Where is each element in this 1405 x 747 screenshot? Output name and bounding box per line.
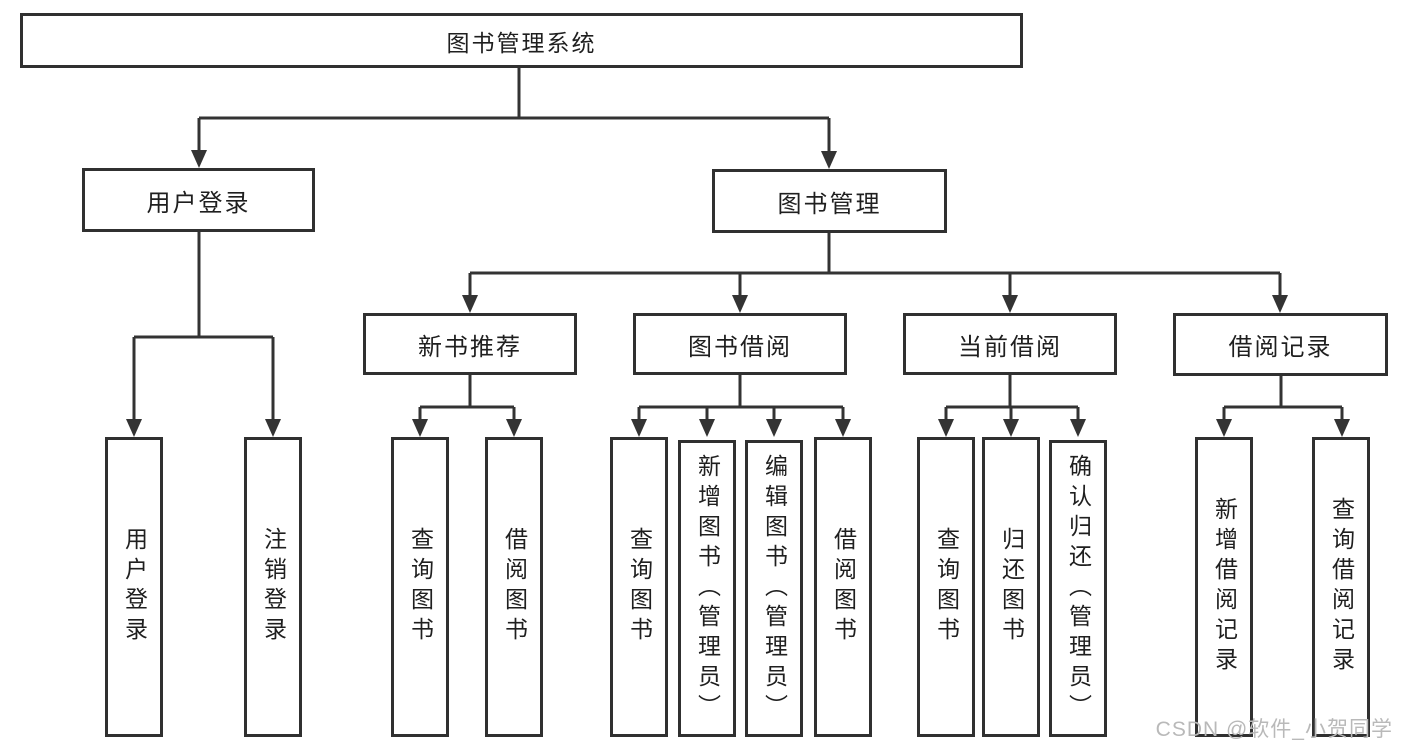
node-label: 图书借阅 bbox=[688, 333, 792, 361]
node-logout-leaf: 注销登录 bbox=[244, 437, 302, 737]
node-borrowing-records: 借阅记录 bbox=[1173, 313, 1388, 376]
node-add-books-admin: 新增图书（管理员） bbox=[678, 440, 736, 737]
node-query-books-recommend: 查询图书 bbox=[391, 437, 449, 737]
node-label: 图书管理系统 bbox=[446, 29, 597, 56]
node-query-books-current: 查询图书 bbox=[917, 437, 975, 737]
node-label: 借阅图书 bbox=[501, 527, 528, 647]
node-confirm-return-admin: 确认归还（管理员） bbox=[1049, 440, 1107, 737]
node-borrow-books-borrowing: 借阅图书 bbox=[814, 437, 872, 737]
node-edit-books-admin: 编辑图书（管理员） bbox=[745, 440, 803, 737]
node-label: 查询图书 bbox=[933, 527, 960, 647]
node-query-borrow-record: 查询借阅记录 bbox=[1312, 437, 1370, 737]
node-user-login-branch: 用户登录 bbox=[82, 168, 315, 232]
node-label: 当前借阅 bbox=[958, 333, 1062, 361]
node-label: 新书推荐 bbox=[418, 333, 522, 361]
node-label: 注销登录 bbox=[260, 527, 287, 647]
connector-newbook-to-leaves bbox=[412, 375, 522, 437]
node-return-books: 归还图书 bbox=[982, 437, 1040, 737]
node-borrow-books-recommend: 借阅图书 bbox=[485, 437, 543, 737]
node-book-management: 图书管理 bbox=[712, 169, 947, 233]
connector-bookmgmt-to-level3 bbox=[462, 233, 1288, 313]
node-label: 借阅图书 bbox=[830, 527, 857, 647]
node-label: 新增图书（管理员） bbox=[694, 453, 721, 724]
node-query-books-borrowing: 查询图书 bbox=[610, 437, 668, 737]
node-new-book-recommend: 新书推荐 bbox=[363, 313, 577, 375]
node-label: 新增借阅记录 bbox=[1211, 497, 1238, 677]
watermark: CSDN @软件_小贺同学 bbox=[1155, 718, 1393, 741]
node-root: 图书管理系统 bbox=[20, 13, 1023, 68]
node-label: 查询借阅记录 bbox=[1328, 497, 1355, 677]
node-label: 查询图书 bbox=[407, 527, 434, 647]
node-label: 确认归还（管理员） bbox=[1065, 453, 1092, 724]
node-user-login-leaf: 用户登录 bbox=[105, 437, 163, 737]
connector-currentborrow-to-leaves bbox=[938, 375, 1086, 437]
node-label: 查询图书 bbox=[626, 527, 653, 647]
node-label: 借阅记录 bbox=[1228, 334, 1333, 361]
node-label: 归还图书 bbox=[998, 527, 1025, 647]
node-label: 图书管理 bbox=[777, 190, 882, 218]
node-add-borrow-record: 新增借阅记录 bbox=[1195, 437, 1253, 737]
connector-userlogin-to-leaves bbox=[126, 232, 281, 437]
connector-bookborrow-to-leaves bbox=[631, 375, 851, 437]
connector-root-to-level2 bbox=[191, 68, 837, 169]
node-label: 编辑图书（管理员） bbox=[761, 453, 788, 724]
node-current-borrowing: 当前借阅 bbox=[903, 313, 1117, 375]
node-label: 用户登录 bbox=[121, 527, 148, 647]
node-label: 用户登录 bbox=[146, 189, 251, 217]
node-book-borrowing: 图书借阅 bbox=[633, 313, 847, 375]
connector-records-to-leaves bbox=[1216, 375, 1350, 437]
